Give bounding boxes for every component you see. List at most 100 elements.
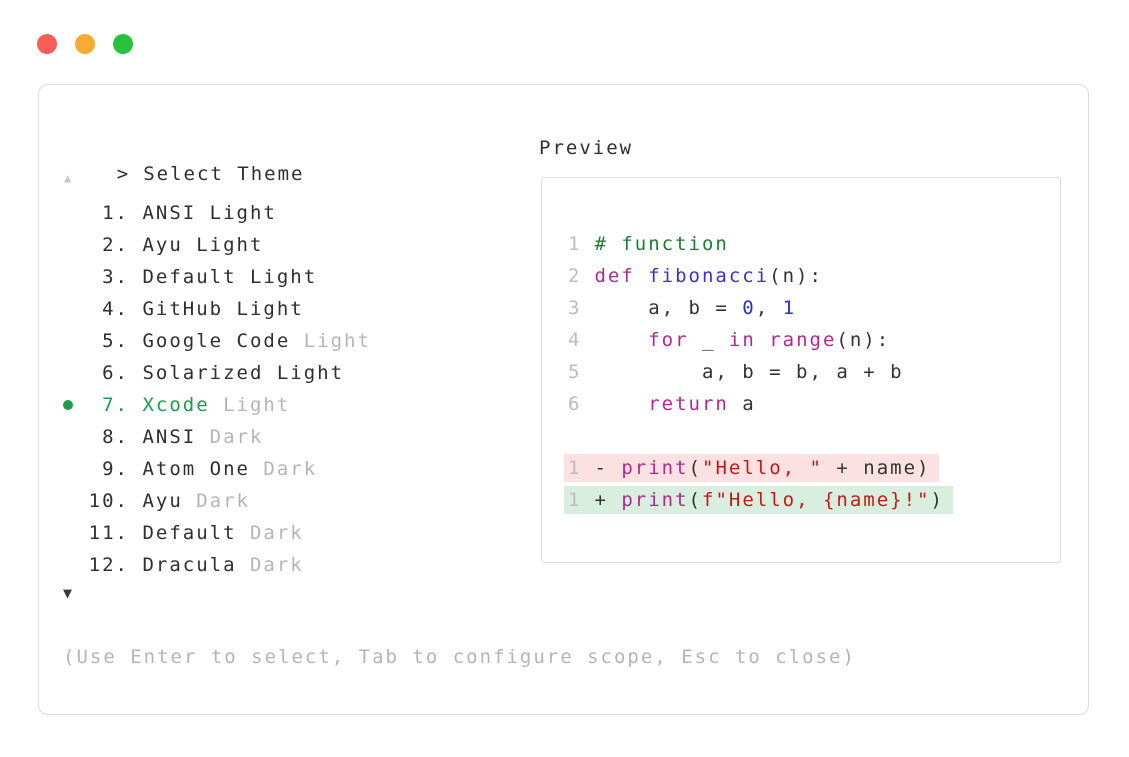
preview-title: Preview — [539, 137, 634, 159]
code-line-4: 4 for _ in range(n): — [568, 324, 1052, 356]
selected-dot-icon — [63, 400, 85, 410]
code-token-plain: a — [728, 393, 756, 415]
code-token-plain — [756, 329, 769, 351]
scroll-down-icon[interactable]: ▼ — [63, 584, 73, 602]
theme-option-3[interactable]: 3. Default Light — [63, 261, 371, 293]
line-number: 1 — [568, 457, 582, 479]
option-variant: Light — [182, 234, 264, 256]
theme-option-2[interactable]: 2. Ayu Light — [63, 229, 371, 261]
code-token-keyword: for — [648, 329, 689, 351]
option-name: Xcode — [129, 394, 210, 416]
select-theme-title: > Select Theme — [63, 135, 305, 213]
code-token-num: 1 — [782, 297, 797, 319]
code-token-keyword: def — [594, 265, 649, 287]
code-block: 1 # function 2 def fibonacci(n): 3 a, b = 0,… — [564, 228, 1052, 516]
code-token-plain: a, b = — [594, 297, 743, 319]
line-number: 3 — [568, 297, 582, 319]
option-variant: Dark — [236, 554, 304, 576]
line-number: 2 — [568, 265, 582, 287]
code-token-keyword: range — [769, 329, 837, 351]
code-token-comment: # function — [594, 233, 729, 255]
theme-option-10[interactable]: 10. Ayu Dark — [63, 485, 371, 517]
code-token-keyword: print — [621, 457, 689, 479]
code-blank-line — [568, 420, 1052, 452]
option-name: Dracula — [129, 554, 237, 576]
option-name: Solarized — [129, 362, 264, 384]
theme-option-6[interactable]: 6. Solarized Light — [63, 357, 371, 389]
select-theme-label: Select Theme — [143, 163, 305, 185]
option-number: 2. — [102, 234, 129, 256]
minimize-button-icon[interactable] — [75, 34, 95, 54]
code-token-func: fibonacci — [648, 265, 770, 287]
option-name: Ayu — [129, 490, 183, 512]
option-variant: Light — [209, 394, 291, 416]
line-number: 1 — [568, 233, 582, 255]
option-number: 10. — [88, 490, 129, 512]
zoom-button-icon[interactable] — [113, 34, 133, 54]
line-content: 3 a, b = 0, 1 — [568, 297, 796, 319]
theme-option-9[interactable]: 9. Atom One Dark — [63, 453, 371, 485]
option-number: 8. — [102, 426, 129, 448]
theme-option-12[interactable]: 12. Dracula Dark — [63, 549, 371, 581]
code-token-plain: _ — [688, 329, 729, 351]
line-content: 5 a, b = b, a + b — [568, 361, 904, 383]
code-line-1: 1 # function — [568, 228, 1052, 260]
code-token-str: f"Hello, {name}!" — [702, 489, 931, 511]
line-number: 6 — [568, 393, 582, 415]
option-number: 4. — [102, 298, 129, 320]
code-token-plain: a, b = b, a + b — [594, 361, 904, 383]
line-number: 5 — [568, 361, 582, 383]
option-number: 9. — [102, 458, 129, 480]
option-variant: Light — [236, 266, 318, 288]
code-line-6: 6 return a — [568, 388, 1052, 420]
code-line-2: 2 def fibonacci(n): — [568, 260, 1052, 292]
code-token-plain: ) — [930, 489, 944, 511]
option-name: ANSI — [129, 426, 197, 448]
option-number: 11. — [88, 522, 129, 544]
option-name: Default — [129, 522, 237, 544]
window-controls — [37, 34, 133, 54]
code-line-3: 3 a, b = 0, 1 — [568, 292, 1052, 324]
theme-option-4[interactable]: 4. GitHub Light — [63, 293, 371, 325]
line-content: 2 def fibonacci(n): — [568, 265, 823, 287]
close-button-icon[interactable] — [37, 34, 57, 54]
line-content: 1+ print(f"Hello, {name}!") — [564, 486, 953, 514]
scroll-up-icon[interactable]: ▲ — [64, 171, 72, 185]
option-number: 3. — [102, 266, 129, 288]
code-token-plain: (n): — [769, 265, 823, 287]
option-variant: Dark — [196, 426, 264, 448]
code-token-str: "Hello, " — [702, 457, 823, 479]
code-token-plain — [594, 393, 648, 415]
code-token-keyword: return — [648, 393, 729, 415]
option-variant: Light — [223, 298, 304, 320]
line-number: 4 — [568, 329, 582, 351]
option-number: 6. — [102, 362, 129, 384]
option-variant: Dark — [236, 522, 304, 544]
option-variant: Light — [290, 330, 371, 352]
prompt-chevron-icon: > — [116, 163, 131, 185]
code-token-plain: , — [755, 297, 783, 319]
option-name: Default — [129, 266, 237, 288]
diff-removed-line: 1- print("Hello, " + name) — [564, 452, 1052, 484]
code-token-plain — [594, 329, 648, 351]
option-variant: Dark — [249, 458, 318, 480]
theme-option-8[interactable]: 8. ANSI Dark — [63, 421, 371, 453]
option-variant: Light — [196, 202, 277, 224]
line-content: 1- print("Hello, " + name) — [564, 454, 940, 482]
theme-option-1[interactable]: 1. ANSI Light — [63, 197, 371, 229]
code-token-plain: + — [594, 489, 622, 511]
line-content: 1 # function — [568, 233, 729, 255]
theme-option-5[interactable]: 5. Google Code Light — [63, 325, 371, 357]
code-line-5: 5 a, b = b, a + b — [568, 356, 1052, 388]
theme-option-11[interactable]: 11. Default Dark — [63, 517, 371, 549]
line-content: 4 for _ in range(n): — [568, 329, 890, 351]
code-token-keyword: print — [621, 489, 689, 511]
theme-option-7[interactable]: 7. Xcode Light — [63, 389, 371, 421]
option-number: 5. — [102, 330, 129, 352]
option-number: 1. — [102, 202, 129, 224]
option-name: GitHub — [129, 298, 224, 320]
code-token-keyword: in — [728, 329, 756, 351]
option-variant: Dark — [182, 490, 250, 512]
code-preview-box: 1 # function 2 def fibonacci(n): 3 a, b = 0,… — [541, 177, 1061, 563]
